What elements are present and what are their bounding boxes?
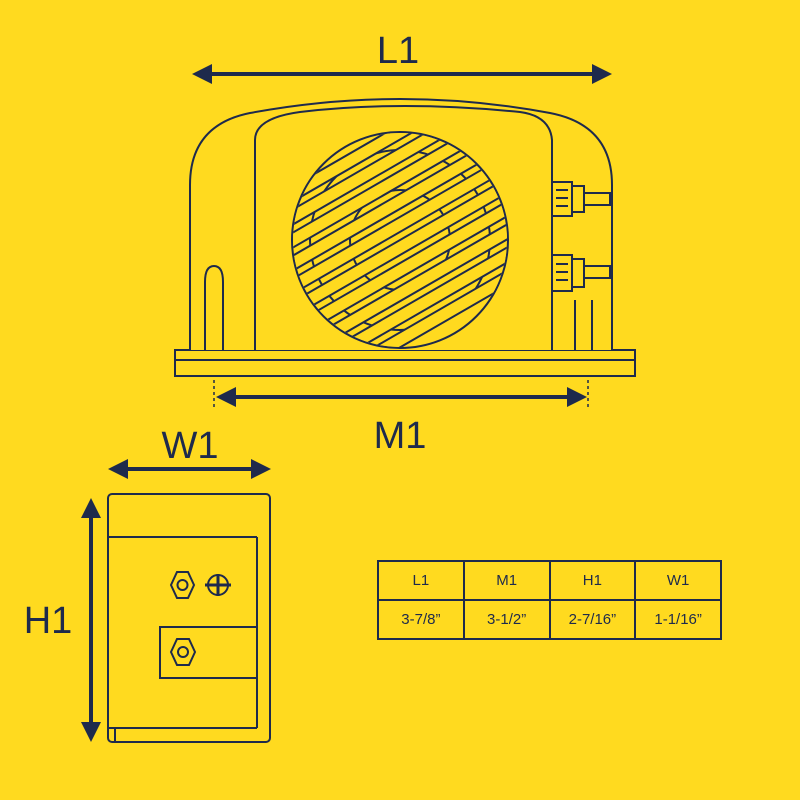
l1-dimension: L1 (192, 30, 612, 84)
value-m1: 3-1/2” (462, 599, 551, 640)
l1-label: L1 (377, 30, 419, 72)
h1-dimension: H1 (24, 498, 101, 742)
header-h1: H1 (548, 560, 637, 601)
negative-terminal (159, 626, 258, 679)
front-view (174, 98, 636, 377)
w1-label: W1 (162, 425, 219, 467)
terminal-bottom (551, 254, 611, 292)
value-h1: 2-7/16” (548, 599, 637, 640)
side-view (107, 493, 271, 743)
specs-table: L1 M1 H1 W1 3-7/8” 3-1/2” 2-7/16” 1-1/16… (377, 560, 722, 640)
h1-label: H1 (24, 600, 73, 642)
header-l1: L1 (377, 560, 465, 601)
w1-dimension: W1 (108, 425, 271, 479)
specs-value-row: 3-7/8” 3-1/2” 2-7/16” 1-1/16” (377, 599, 722, 640)
value-l1: 3-7/8” (377, 599, 465, 640)
m1-label: M1 (374, 415, 427, 457)
header-w1: W1 (634, 560, 722, 601)
m1-dimension: M1 (213, 380, 589, 457)
hex-nut-icon (169, 571, 196, 599)
plus-icon (205, 574, 231, 596)
grille-slats (293, 133, 507, 347)
header-m1: M1 (462, 560, 551, 601)
value-w1: 1-1/16” (634, 599, 722, 640)
terminal-top (551, 181, 611, 217)
specs-header-row: L1 M1 H1 W1 (377, 560, 722, 601)
